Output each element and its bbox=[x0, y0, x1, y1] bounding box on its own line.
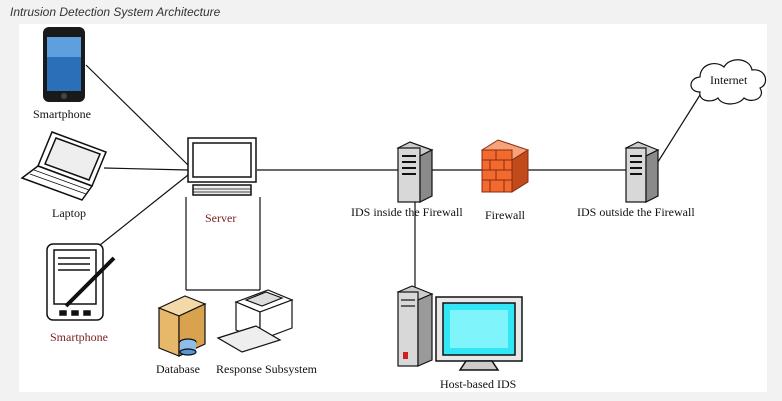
ids-outside-tower-icon bbox=[624, 141, 660, 203]
host-ids-label: Host-based IDS bbox=[440, 377, 516, 391]
server-icon bbox=[187, 137, 257, 196]
ids-inside-tower-icon bbox=[396, 141, 434, 203]
connection-lines bbox=[85, 64, 701, 291]
ids-inside-label: IDS inside the Firewall bbox=[351, 205, 463, 219]
stylus-icon bbox=[64, 256, 116, 308]
laptop-icon bbox=[20, 131, 107, 201]
link-laptop-server bbox=[103, 167, 189, 171]
response-subsystem-icon bbox=[216, 289, 294, 353]
smartphone-bottom-label: Smartphone bbox=[50, 330, 108, 344]
tablet-icon bbox=[46, 243, 104, 321]
firewall-label: Firewall bbox=[485, 208, 526, 222]
database-label: Database bbox=[156, 362, 200, 376]
link-tablet-server bbox=[99, 174, 189, 246]
internet-cloud-icon bbox=[690, 59, 767, 105]
response-label: Response Subsystem bbox=[216, 362, 318, 376]
diagram-caption: Intrusion Detection System Architecture bbox=[10, 5, 221, 19]
link-smartphone-server bbox=[85, 64, 189, 166]
server-label: Server bbox=[205, 211, 236, 225]
diagram-panel bbox=[19, 24, 767, 392]
firewall-icon bbox=[480, 139, 530, 193]
internet-label: Internet bbox=[710, 73, 748, 87]
laptop-label: Laptop bbox=[52, 206, 86, 220]
ids-outside-label: IDS outside the Firewall bbox=[577, 205, 695, 219]
host-ids-tower-icon bbox=[396, 285, 434, 367]
host-ids-monitor-icon bbox=[435, 296, 523, 371]
smartphone-top-label: Smartphone bbox=[33, 107, 91, 121]
link-ids-internet bbox=[655, 94, 701, 166]
smartphone-icon bbox=[43, 27, 85, 102]
database-icon bbox=[157, 295, 207, 357]
